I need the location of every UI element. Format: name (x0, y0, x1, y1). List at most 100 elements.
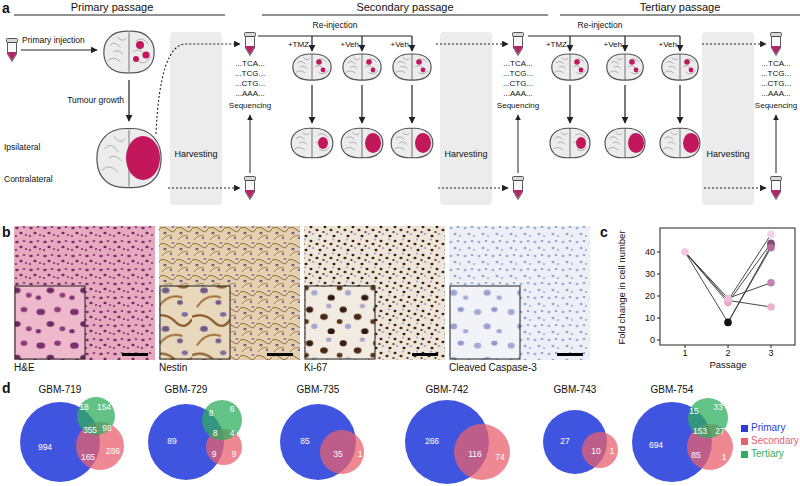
venn-count: 10 (591, 447, 600, 457)
sequence-text: ...TCA... (503, 59, 532, 68)
step-label: Re-injection (313, 21, 358, 31)
box-label: Harvesting (174, 149, 217, 159)
harvesting-box: Harvesting (170, 32, 222, 205)
sample-label: GBM-742 (426, 384, 469, 396)
treatment-label: +Veh (391, 40, 409, 49)
legend-swatch (741, 451, 748, 458)
venn-count: 4 (230, 429, 235, 439)
sample-label: GBM-735 (297, 384, 340, 396)
legend-text: Primary (751, 422, 785, 434)
axis-title: Passage (710, 360, 747, 371)
step-label: Sequencing (229, 101, 271, 110)
tick-label: 10 (645, 313, 655, 323)
micrograph (159, 226, 300, 360)
stain-label: H&E (14, 362, 35, 374)
box-label: Harvesting (706, 149, 749, 159)
step-label: Sequencing (755, 101, 797, 110)
sequence-text: ...TCG... (761, 69, 791, 78)
venn-count: 15 (689, 407, 698, 417)
stain-label: Nestin (159, 362, 187, 374)
section-header: Secondary passage (356, 1, 453, 14)
legend-swatch (741, 425, 748, 432)
step-label: Sequencing (497, 101, 539, 110)
venn-count: 1 (358, 450, 363, 460)
tick-label: 30 (645, 269, 655, 279)
venn-count: 1 (722, 453, 727, 463)
micrograph (14, 226, 155, 360)
venn-count: 286 (106, 447, 120, 457)
section-header: Tertiary passage (640, 1, 721, 14)
step-label: Primary injection (22, 36, 85, 46)
venn-count: 266 (425, 437, 439, 447)
tick-label: 20 (645, 291, 655, 301)
venn-count: 994 (38, 443, 52, 453)
venn-count: 694 (649, 441, 663, 451)
region-label: Ipsilateral (4, 143, 40, 153)
micrograph (304, 226, 445, 360)
sequence-text: ...AAA... (503, 89, 532, 98)
venn-count: 85 (300, 437, 309, 447)
venn-count: 9 (212, 450, 217, 460)
sequence-text: ...AAA... (761, 89, 790, 98)
legend-text: Secondary (751, 435, 799, 447)
venn-count: 154 (97, 403, 111, 413)
venn-count: 116 (468, 450, 482, 460)
venn-count: 18 (79, 403, 88, 413)
section-rule (14, 15, 800, 16)
chart (657, 228, 795, 348)
venn-count: 355 (83, 426, 97, 436)
venn-count: 153 (693, 427, 707, 437)
step-label: Tumour growth (67, 96, 124, 106)
venn-count: 89 (167, 437, 176, 447)
venn-count: 98 (102, 424, 111, 434)
tick-label: 2 (725, 348, 730, 358)
legend-item: Tertiary (741, 448, 784, 460)
legend-item: Primary (741, 422, 785, 434)
panel-letter: a (2, 0, 10, 16)
stain-label: Cleaved Caspase-3 (449, 362, 537, 374)
sequence-text: ...AAA... (235, 89, 264, 98)
treatment-label: +TMZ (546, 40, 567, 49)
panel-letter: d (2, 380, 11, 396)
legend-swatch (741, 438, 748, 445)
stain-label: Ki-67 (304, 362, 327, 374)
tick-label: 0 (650, 335, 655, 345)
legend-text: Tertiary (751, 448, 784, 460)
sample-label: GBM-719 (39, 384, 82, 396)
box-label: Harvesting (444, 149, 487, 159)
venn-count: 1 (610, 447, 615, 457)
venn-count: 27 (715, 427, 724, 437)
treatment-label: +Veh (659, 40, 677, 49)
step-label: Re-injection (578, 21, 623, 31)
harvesting-box: Harvesting (702, 32, 754, 205)
treatment-label: +Veh (604, 40, 622, 49)
treatment-label: +TMZ (288, 40, 309, 49)
tick-label: 40 (645, 247, 655, 257)
venn-count: 27 (560, 437, 569, 447)
venn-count: 85 (691, 451, 700, 461)
micrograph (449, 226, 590, 360)
treatment-label: +Veh (341, 40, 359, 49)
panel-letter: c (600, 224, 608, 240)
sample-label: GBM-743 (554, 384, 597, 396)
sequence-text: ...CTG... (761, 79, 791, 88)
harvesting-box: Harvesting (440, 32, 492, 205)
section-header: Primary passage (71, 1, 154, 14)
sequence-text: ...CTG... (503, 79, 533, 88)
venn-count: 74 (495, 453, 504, 463)
sequence-text: ...TCG... (235, 69, 265, 78)
venn-count: 8 (209, 409, 214, 419)
panel-letter: b (2, 224, 11, 240)
sample-label: GBM-754 (651, 384, 694, 396)
venn-diagram (20, 397, 733, 484)
sample-label: GBM-729 (165, 384, 208, 396)
sequence-text: ...TCG... (503, 69, 533, 78)
region-label: Contralateral (4, 175, 53, 185)
venn-count: 33 (713, 403, 722, 413)
venn-count: 165 (81, 453, 95, 463)
venn-count: 9 (232, 450, 237, 460)
venn-count: 8 (213, 429, 218, 439)
sequence-text: ...TCA... (761, 59, 790, 68)
